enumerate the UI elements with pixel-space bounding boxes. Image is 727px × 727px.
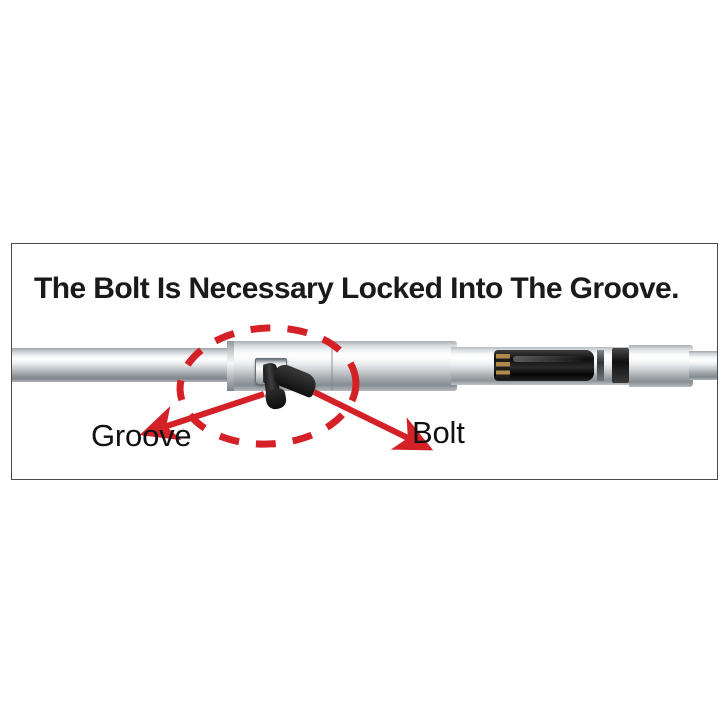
page-title: The Bolt Is Necessary Locked Into The Gr…: [34, 272, 679, 305]
callout-label-bolt: Bolt: [412, 415, 465, 450]
pole-tip-segment: [689, 351, 717, 380]
rubber-grip: [494, 350, 594, 381]
grip-highlight: [513, 356, 585, 362]
pole-tube-right-segment: [629, 345, 693, 387]
sleeve-lip-edge: [227, 341, 234, 391]
collar-ring-thick: [612, 348, 629, 383]
callout-label-groove: Groove: [91, 418, 192, 453]
pole-tube-left-segment: [12, 348, 239, 382]
grip-metal-contacts: [496, 354, 510, 378]
bolt-lever-foot: [264, 387, 288, 411]
sleeve-seam-line: [331, 342, 333, 390]
instruction-panel: The Bolt Is Necessary Locked Into The Gr…: [11, 243, 718, 480]
inner-rod-stub: [456, 356, 494, 376]
collar-ring-thin: [597, 350, 604, 381]
